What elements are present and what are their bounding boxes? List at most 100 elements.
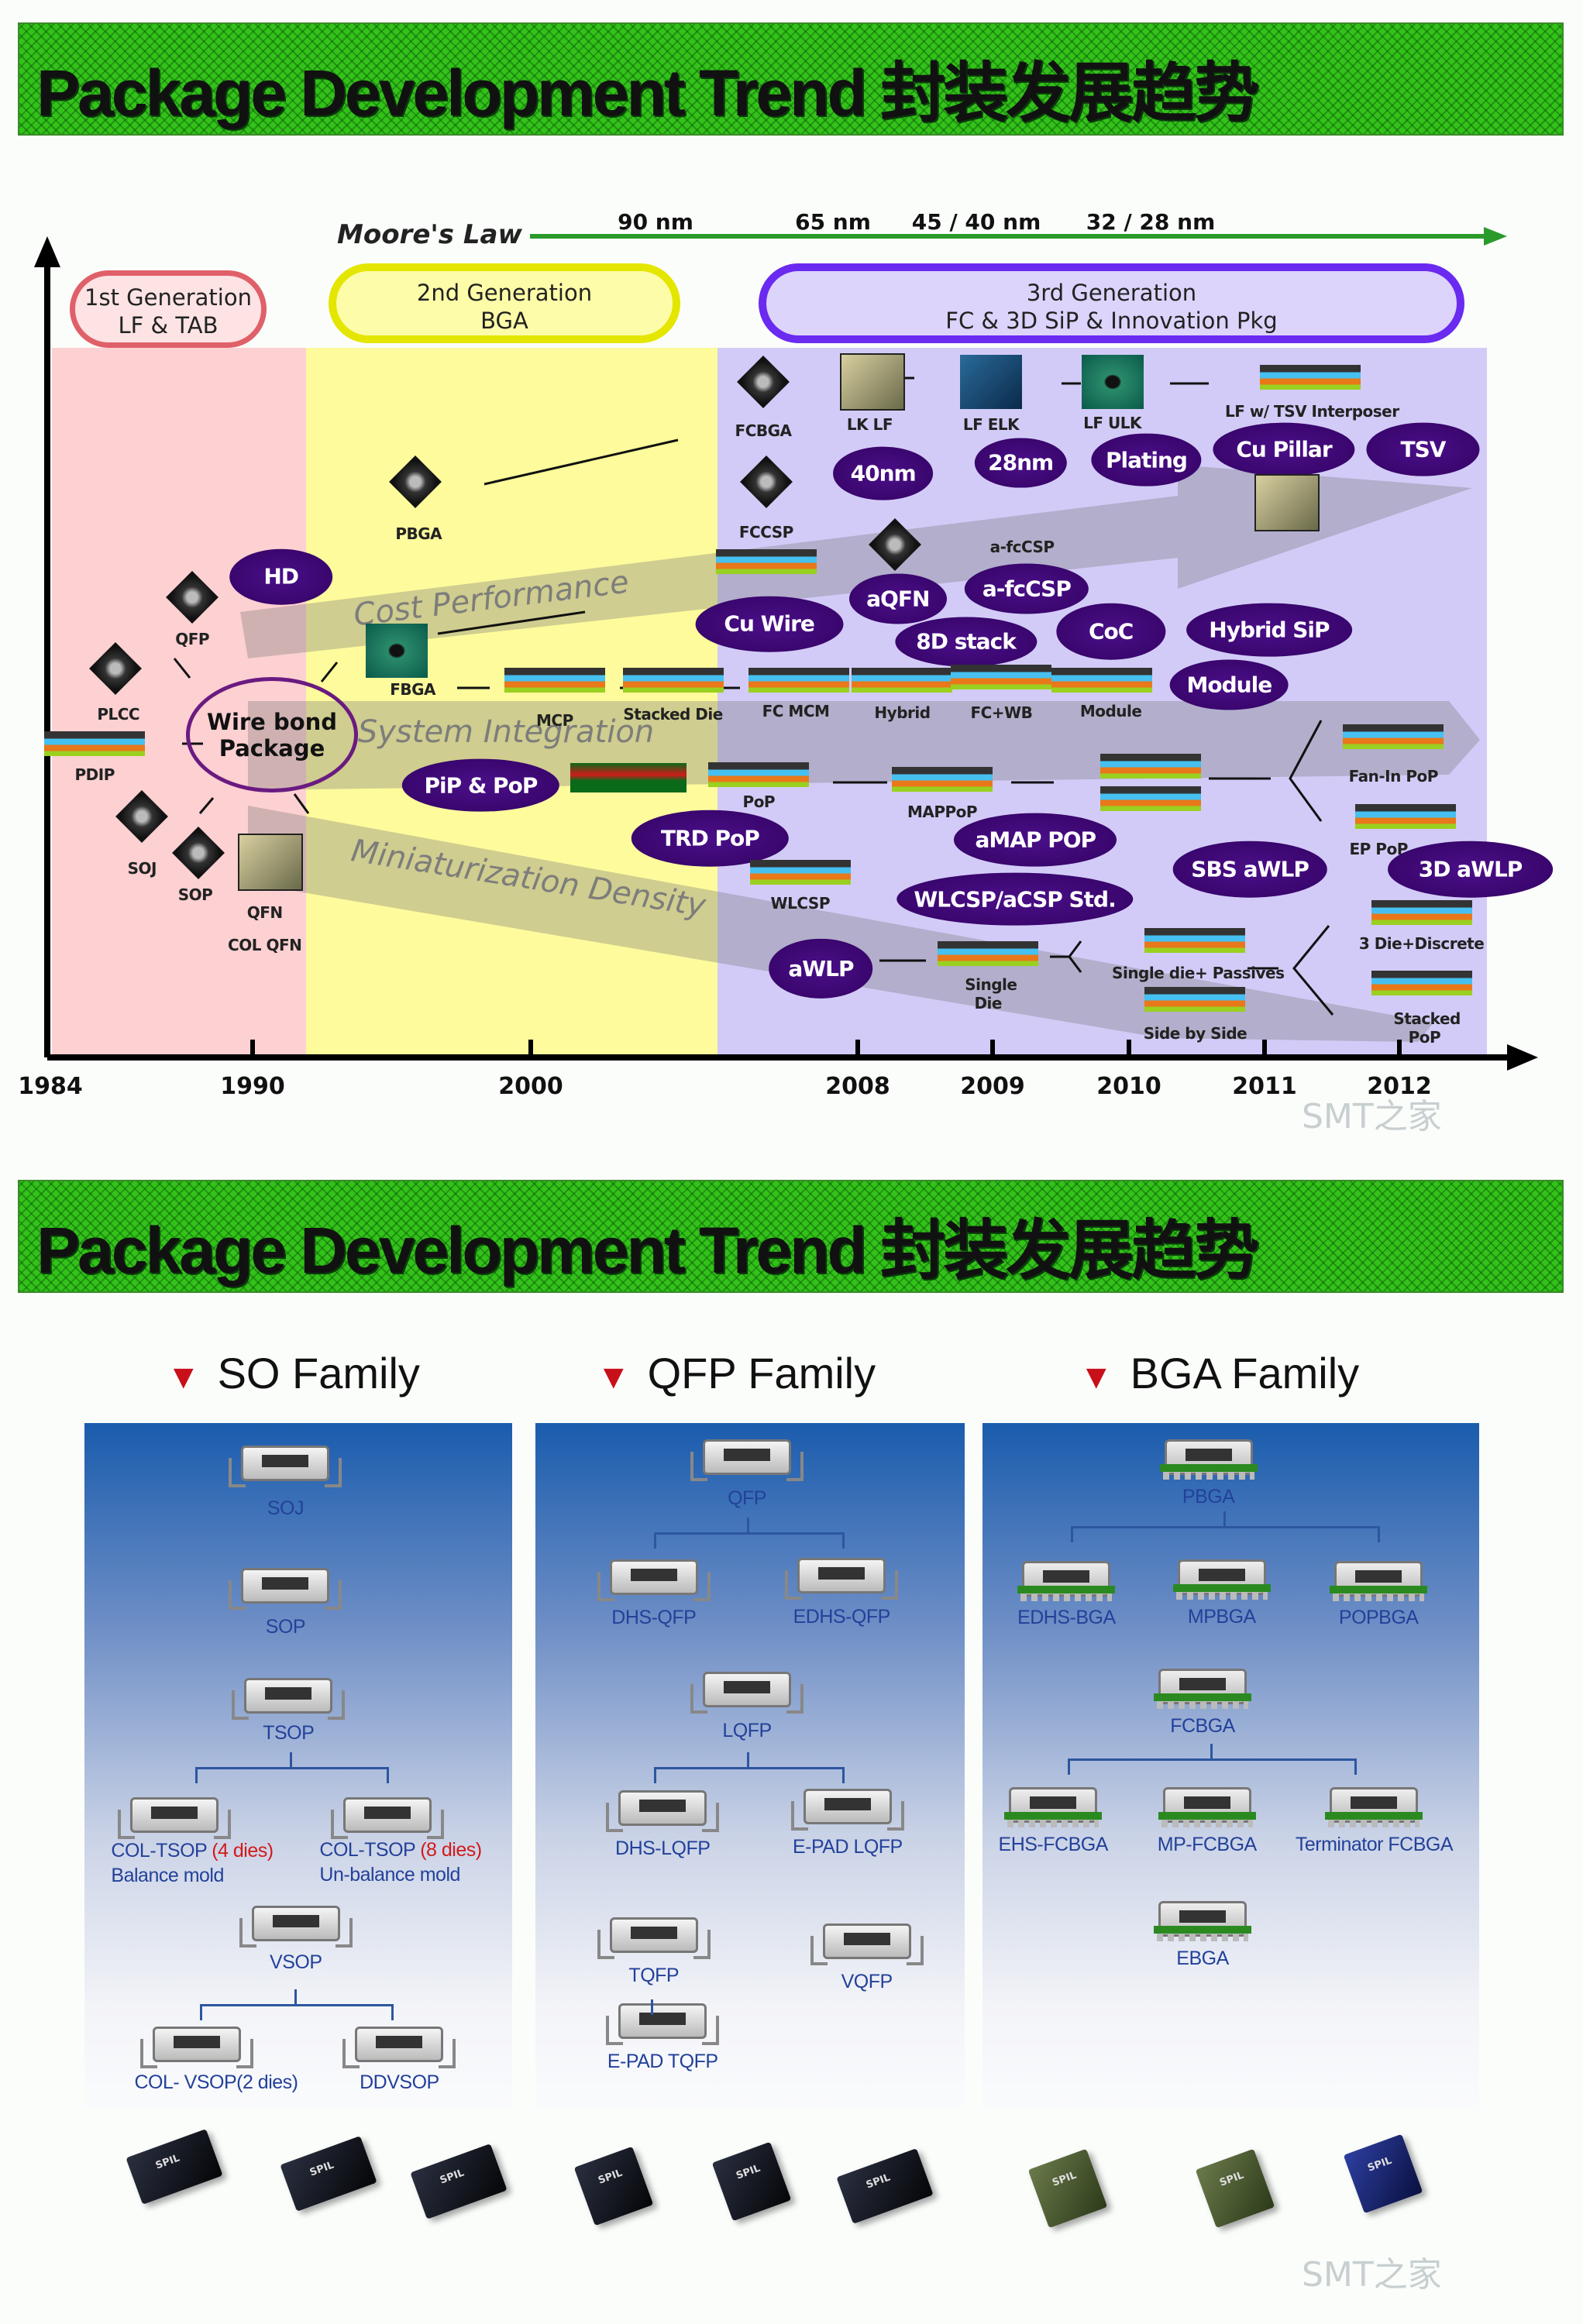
technology-ellipse: Cu Pillar bbox=[1213, 422, 1355, 476]
cost-performance-band bbox=[240, 465, 1472, 658]
year-label: 2009 bbox=[960, 1073, 1025, 1100]
gen1-title: 1st Generation bbox=[84, 284, 252, 311]
package-icon bbox=[1260, 364, 1361, 390]
package-icon bbox=[622, 668, 724, 693]
package-diagram-icon bbox=[227, 1441, 343, 1487]
technology-ellipse: WLCSP/aCSP Std. bbox=[896, 872, 1134, 927]
gen2-pill: 2nd Generation BGA bbox=[329, 263, 680, 343]
technology-ellipse: HD bbox=[229, 548, 333, 605]
package-label: PDIP bbox=[74, 765, 115, 785]
package-icon bbox=[852, 668, 953, 693]
package-photo: SPIL bbox=[835, 2147, 934, 2224]
technology-ellipse: aWLP bbox=[769, 939, 873, 999]
tree-connector bbox=[194, 1767, 390, 1784]
package-label: DHS-QFP bbox=[611, 1607, 697, 1629]
triangle-down-icon: ▼ bbox=[597, 1358, 631, 1396]
package-photo: SPIL bbox=[410, 2143, 508, 2219]
col-tsop-4-label: COL-TSOP (4 dies) Balance mold bbox=[111, 1838, 274, 1888]
package-label: Terminator FCBGA bbox=[1295, 1833, 1454, 1855]
package-label: FCCSP bbox=[738, 523, 793, 542]
gen3-pill: 3rd Generation FC & 3D SiP & Innovation … bbox=[759, 263, 1464, 343]
col-vsop-label: COL- VSOP(2 dies) bbox=[134, 2071, 298, 2093]
package-label: EDHS-BGA bbox=[1017, 1607, 1116, 1629]
package-label: SOP bbox=[265, 1615, 306, 1638]
package-icon bbox=[1144, 987, 1246, 1012]
tree-connector bbox=[199, 2003, 394, 2020]
package-label: QFN bbox=[246, 902, 283, 922]
tree-connector bbox=[1068, 1758, 1357, 1775]
package-label: POPBGA bbox=[1338, 1607, 1419, 1629]
family-title: QFP Family bbox=[647, 1349, 876, 1397]
watermark: SMT之家 bbox=[1302, 2255, 1442, 2295]
chip-marking: SPIL bbox=[734, 2162, 762, 2182]
technology-ellipse: Module bbox=[1170, 659, 1289, 710]
so-family-panel bbox=[84, 1423, 512, 2109]
package-label: LQFP bbox=[722, 1719, 772, 1741]
chip-marking: SPIL bbox=[1051, 2170, 1079, 2190]
slide-title: Package Development Trend 封装发展趋势 bbox=[36, 1214, 1259, 1287]
moores-law-arrow bbox=[1484, 227, 1507, 246]
col-tsop-4-dies: (4 dies) bbox=[212, 1840, 274, 1862]
package-label: EBGA bbox=[1176, 1947, 1229, 1969]
package-icon bbox=[504, 668, 605, 693]
package-diagram-icon bbox=[1144, 1664, 1261, 1710]
package-diagram-icon bbox=[689, 1435, 805, 1482]
package-label: FC MCM bbox=[762, 702, 830, 721]
package-icon bbox=[708, 762, 810, 788]
package-label: SOJ bbox=[127, 858, 157, 878]
package-icon bbox=[44, 731, 146, 757]
chip-marking: SPIL bbox=[438, 2167, 466, 2187]
package-diagram-icon bbox=[1149, 1783, 1265, 1829]
package-diagram-icon bbox=[596, 1913, 712, 1959]
node-label: 90 nm bbox=[618, 209, 693, 235]
package-label: PBGA bbox=[395, 524, 442, 544]
technology-ellipse: 3D aWLP bbox=[1387, 841, 1554, 898]
package-diagram-icon bbox=[329, 1793, 446, 1840]
chip-marking: SPIL bbox=[1218, 2170, 1246, 2190]
package-label: EP PoP bbox=[1349, 839, 1409, 858]
gen1-subtitle: LF & TAB bbox=[118, 312, 219, 339]
package-label: DDVSOP bbox=[360, 2071, 439, 2093]
col-tsop-4-name: COL-TSOP bbox=[111, 1840, 212, 1862]
tree-connector bbox=[1071, 1526, 1381, 1543]
package-icon bbox=[715, 549, 817, 575]
tree-connector bbox=[747, 1752, 750, 1769]
package-diagram-icon bbox=[783, 1553, 900, 1600]
package-diagram-icon bbox=[596, 1555, 712, 1601]
technology-ellipse: aQFN bbox=[848, 573, 947, 624]
package-diagram-icon bbox=[238, 1901, 354, 1948]
package-photo: SPIL bbox=[1195, 2149, 1275, 2229]
package-label: PoP bbox=[742, 792, 776, 811]
technology-ellipse: Plating bbox=[1091, 433, 1202, 487]
band-label: System Integration bbox=[357, 714, 655, 750]
package-diagram-icon bbox=[1164, 1555, 1280, 1601]
package-diagram-icon bbox=[790, 1784, 906, 1831]
title-banner: Package Development Trend 封装发展趋势 bbox=[18, 22, 1564, 136]
technology-ellipse: TRD PoP bbox=[631, 810, 789, 867]
package-diagram-icon bbox=[1144, 1896, 1261, 1943]
package-diagram-icon bbox=[1316, 1783, 1432, 1829]
bga-family-panel bbox=[982, 1423, 1479, 2109]
package-label: COL QFN bbox=[228, 935, 302, 954]
package-icon bbox=[938, 941, 1039, 967]
package-icon bbox=[570, 763, 687, 793]
package-diagram-icon bbox=[227, 1563, 343, 1611]
package-icon bbox=[960, 354, 1023, 409]
package-photo: SPIL bbox=[126, 2128, 223, 2205]
package-label: Side by Side bbox=[1143, 1024, 1247, 1043]
package-diagram-icon bbox=[341, 2022, 457, 2069]
col-tsop-4-note: Balance mold bbox=[111, 1865, 224, 1886]
qfp-family-panel bbox=[535, 1423, 965, 2109]
col-tsop-8-name: COL-TSOP bbox=[319, 1839, 421, 1861]
chip-marking: SPIL bbox=[1366, 2154, 1394, 2174]
package-diagram-icon bbox=[230, 1673, 346, 1720]
family-title: SO Family bbox=[217, 1349, 420, 1397]
package-icon bbox=[1354, 803, 1456, 829]
chip-marking: SPIL bbox=[154, 2152, 182, 2172]
package-diagram-icon bbox=[1151, 1435, 1267, 1481]
slide-title: Package Development Trend 封装发展趋势 bbox=[36, 57, 1259, 129]
triangle-down-icon: ▼ bbox=[167, 1358, 201, 1396]
tree-connector bbox=[1223, 1511, 1226, 1527]
region-gen2 bbox=[306, 348, 718, 1057]
package-icon bbox=[238, 833, 304, 891]
